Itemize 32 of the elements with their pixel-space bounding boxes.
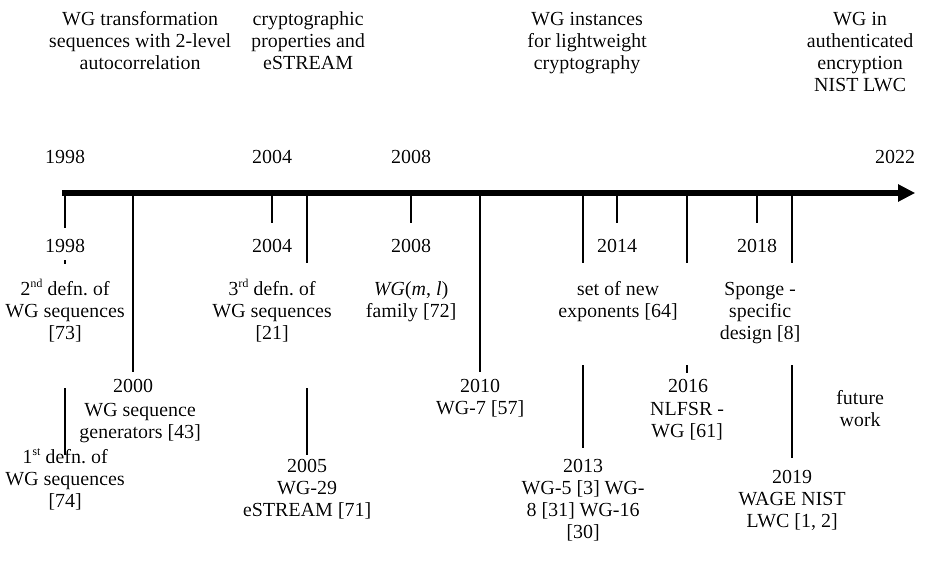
period-heading: WG transformation sequences with 2-level autocorrelation (48, 8, 232, 74)
period-heading: WG in authenticated encryption NIST LWC (806, 8, 914, 96)
year-label: 2008 (390, 235, 432, 257)
event-description: 1$^{st}$ defn. of WG sequences [74] (5, 446, 125, 512)
year-label: 2013 (562, 455, 604, 477)
year-label: 2018 (736, 235, 778, 257)
event-description: WG sequence generators [43] (78, 399, 202, 443)
event-description: 2$^{nd}$ defn. of WG sequences [73] (5, 278, 125, 344)
year-label: 2016 (667, 375, 709, 397)
year-label: 2004 (251, 235, 293, 257)
event-description: set of new exponents [64] (557, 278, 679, 322)
year-label: 2004 (251, 146, 293, 168)
event-description: Sponge -specific design [8] (718, 278, 802, 344)
event-description: WG-29 eSTREAM [71] (242, 477, 372, 521)
event-description: 3$^{rd}$ defn. of WG sequences [21] (212, 278, 332, 344)
year-label: 2005 (286, 455, 328, 477)
event-description: WAGE NIST LWC [1, 2] (737, 488, 847, 532)
event-description: WG-5 [3] WG-8 [31] WG-16 [30] (520, 477, 646, 543)
year-label: 2022 (874, 146, 916, 168)
year-label: 2000 (112, 375, 154, 397)
year-label: 1998 (44, 235, 86, 257)
year-label: 2008 (390, 146, 432, 168)
event-description: WG-7 [57] (434, 397, 526, 419)
year-label: 2019 (771, 466, 813, 488)
year-label: 1998 (44, 146, 86, 168)
event-description: NLFSR -WG [61] (649, 398, 725, 442)
event-description: future work (835, 387, 885, 431)
period-heading: cryptographic properties and eSTREAM (250, 8, 366, 74)
year-label: 2014 (596, 235, 638, 257)
event-description: WG(m, l) family [72] (364, 278, 458, 322)
period-heading: WG instances for lightweight cryptography (527, 8, 647, 74)
year-label: 2010 (459, 375, 501, 397)
